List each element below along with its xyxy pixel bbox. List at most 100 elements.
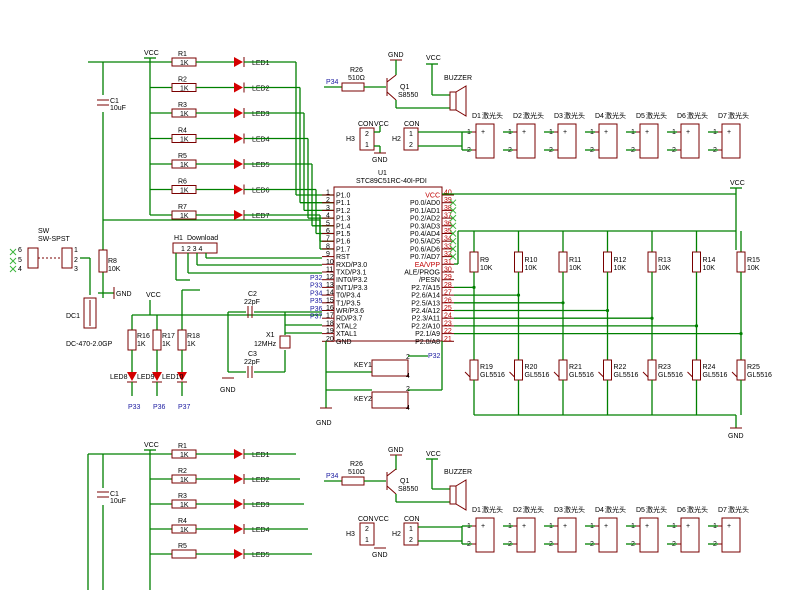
svg-text:H2: H2 (392, 531, 401, 538)
pin-name: P0.3/AD3 (410, 223, 440, 230)
svg-text:+: + (563, 129, 567, 136)
resistor-value: 10K (658, 265, 671, 272)
ldr-value: GL5516 (614, 372, 639, 379)
pin-name: P1.7 (336, 246, 351, 253)
vcc-status: VCC (146, 292, 161, 299)
u1-label: U1 (378, 170, 387, 177)
pin-number: 18 (326, 320, 334, 327)
led-icon (234, 474, 243, 484)
svg-text:2: 2 (74, 257, 78, 264)
resistor-R16 (127, 329, 137, 351)
svg-text:VCC: VCC (426, 451, 441, 458)
laser-ref: D7 (718, 507, 727, 514)
laser-label: 激光头 (646, 111, 667, 120)
svg-text:VCC: VCC (374, 516, 389, 523)
pin-name: XTAL1 (336, 331, 357, 338)
net-label: P33 (128, 404, 141, 411)
svg-text:1: 1 (74, 247, 78, 254)
svg-text:CON: CON (404, 516, 420, 523)
pin-number: 5 (326, 220, 330, 227)
ldr-label: R22 (614, 364, 627, 371)
resistor-value: 1K (180, 502, 189, 509)
pin-name: EA/VPP (415, 262, 441, 269)
laser-ref: D6 (677, 113, 686, 120)
sw-label: SW (38, 228, 50, 235)
svg-text:2: 2 (365, 526, 369, 533)
svg-text:CON: CON (358, 121, 374, 128)
resistor-label: R11 (569, 257, 581, 264)
resistor-R10 (514, 251, 523, 273)
ldr-R21 (558, 359, 568, 381)
resistor-value: 1K (137, 341, 146, 348)
laser-head-icon (516, 517, 536, 553)
led-label: LED4 (252, 137, 270, 144)
pin-number: 23 (444, 320, 452, 327)
pin-number: 14 (326, 290, 334, 297)
key2-label: KEY2 (354, 396, 372, 403)
h1-download: Download (187, 235, 218, 242)
resistor-value: 1K (162, 341, 171, 348)
resistor-label: R5 (178, 543, 187, 550)
led-icon (234, 159, 243, 169)
pin-number: 34 (444, 236, 452, 243)
pin-number: 36 (444, 220, 452, 227)
ldr-label: R19 (480, 364, 493, 371)
pin-name: P2.5/A13 (411, 300, 440, 307)
resistor-label: R2 (178, 77, 187, 84)
pin-name: P1.3 (336, 216, 351, 223)
pin-number: 35 (444, 228, 452, 235)
pin-name: INT0/P3.2 (336, 277, 368, 284)
svg-text:+: + (727, 523, 731, 530)
ldr-label: R24 (703, 364, 716, 371)
download-header: H1 Download 1 2 3 4 (172, 235, 322, 281)
ldr-value: GL5516 (569, 372, 594, 379)
c2-label: C2 (248, 291, 257, 298)
c3-label: C3 (248, 351, 257, 358)
resistor-value: 1K (180, 213, 189, 220)
pin-name: P2.1/A9 (415, 331, 440, 338)
laser-head-icon (721, 517, 741, 553)
pin-name: P1.0 (336, 193, 351, 200)
pin-name: P2.7/A15 (411, 285, 440, 292)
h2-label: H2 (392, 136, 401, 143)
resistor-value: 1K (180, 111, 189, 118)
led-label: LED1 (252, 60, 270, 67)
power-switch: SW SW-SPST 654 123 DC1 DC-470-2.0GP GND (9, 228, 132, 348)
svg-text:5: 5 (18, 257, 22, 264)
led-icon (234, 184, 243, 195)
resistor-value: 10K (480, 265, 493, 272)
pin-number: 33 (444, 243, 452, 250)
svg-text:+: + (481, 523, 485, 530)
laser-ref: D7 (718, 113, 727, 120)
pin-number: 19 (326, 328, 334, 335)
pin-number: 29 (444, 274, 452, 281)
resistor-value: 1K (180, 477, 189, 484)
ldr-R23 (647, 359, 657, 381)
resistor-value: 1K (180, 188, 189, 195)
keys: GND KEY1 KEY2 24 24 P32 (316, 341, 443, 427)
pin-number: 13 (326, 282, 334, 289)
status-leds: VCC R161KLED8P33R171KLED9P36R181KLED10P3… (110, 292, 200, 411)
pin-name: P2.0/A8 (415, 339, 440, 346)
led-label: LED3 (252, 502, 270, 509)
svg-text:510Ω: 510Ω (348, 469, 365, 476)
resistor-label: R14 (703, 257, 716, 264)
r8-label: R8 (108, 258, 117, 265)
resistor-label: R7 (178, 204, 187, 211)
pin-name: P0.6/AD6 (410, 246, 440, 253)
svg-text:+: + (604, 523, 608, 530)
resistor-label: R3 (178, 493, 187, 500)
svg-text:+: + (727, 129, 731, 136)
resistor-value: 1K (180, 60, 189, 67)
buzzer-circuit: GND P34 R26 510Ω Q1 S8550 VCC BUZZER (324, 52, 472, 117)
laser-label: 激光头 (687, 505, 708, 514)
pin-number: 32 (444, 251, 452, 258)
ldr-value: GL5516 (480, 372, 505, 379)
gnd-buzzer: GND (388, 52, 404, 59)
led-label: LED6 (252, 188, 270, 195)
pin-number: 10 (326, 259, 334, 266)
svg-text:2: 2 (365, 131, 369, 138)
ldr-label: R23 (658, 364, 671, 371)
resistor-R15 (736, 251, 746, 273)
